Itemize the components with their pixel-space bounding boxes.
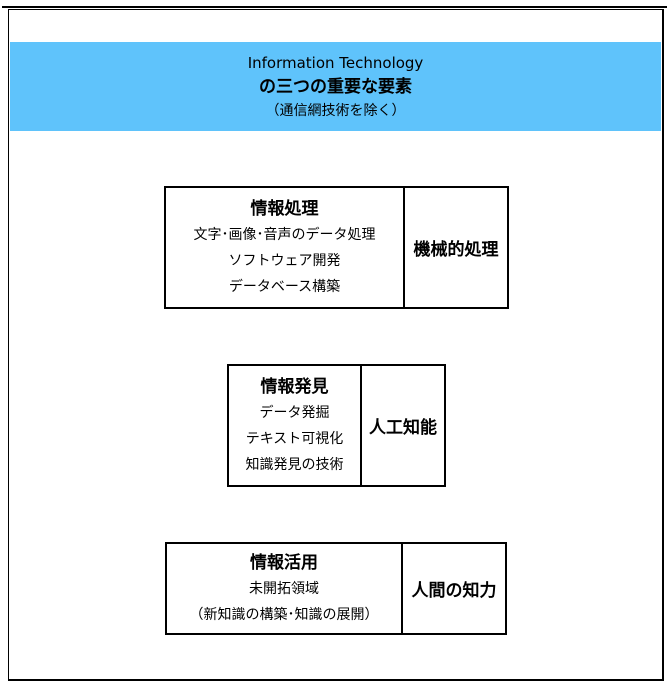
box-description: 情報活用 未開拓領域 （新知識の構築･知識の展開）	[167, 544, 403, 633]
box-description: 情報処理 文字･画像･音声のデータ処理 ソフトウェア開発 データベース構築	[166, 188, 405, 307]
box-line: 未開拓領域	[249, 580, 319, 597]
box-line: データ発掘	[259, 404, 330, 421]
title-line-1: Information Technology	[247, 54, 424, 72]
box-category: 機械的処理	[413, 240, 499, 260]
box-title: 情報発見	[260, 376, 329, 397]
box-title: 情報処理	[250, 198, 319, 219]
box-information-discovery: 情報発見 データ発掘 テキスト可視化 知識発見の技術 人工知能	[227, 364, 446, 487]
box-line: ソフトウェア開発	[228, 252, 341, 269]
box-information-processing: 情報処理 文字･画像･音声のデータ処理 ソフトウェア開発 データベース構築 機械…	[164, 186, 509, 309]
box-line: （新知識の構築･知識の展開）	[189, 606, 379, 623]
box-title: 情報活用	[250, 552, 318, 573]
box-information-utilization: 情報活用 未開拓領域 （新知識の構築･知識の展開） 人間の知力	[165, 542, 507, 635]
box-description: 情報発見 データ発掘 テキスト可視化 知識発見の技術	[229, 366, 362, 485]
box-line: 知識発見の技術	[245, 456, 344, 473]
box-line: 文字･画像･音声のデータ処理	[193, 226, 376, 243]
top-rule	[2, 6, 667, 8]
box-category: 人工知能	[369, 418, 437, 438]
title-banner: Information Technology の三つの重要な要素 （通信網技術を…	[10, 42, 661, 131]
title-line-2: の三つの重要な要素	[259, 77, 412, 97]
box-line: データベース構築	[228, 278, 341, 295]
page-frame	[8, 9, 664, 681]
title-line-3: （通信網技術を除く）	[265, 103, 406, 119]
box-line: テキスト可視化	[245, 430, 344, 447]
box-category: 人間の知力	[411, 581, 497, 601]
